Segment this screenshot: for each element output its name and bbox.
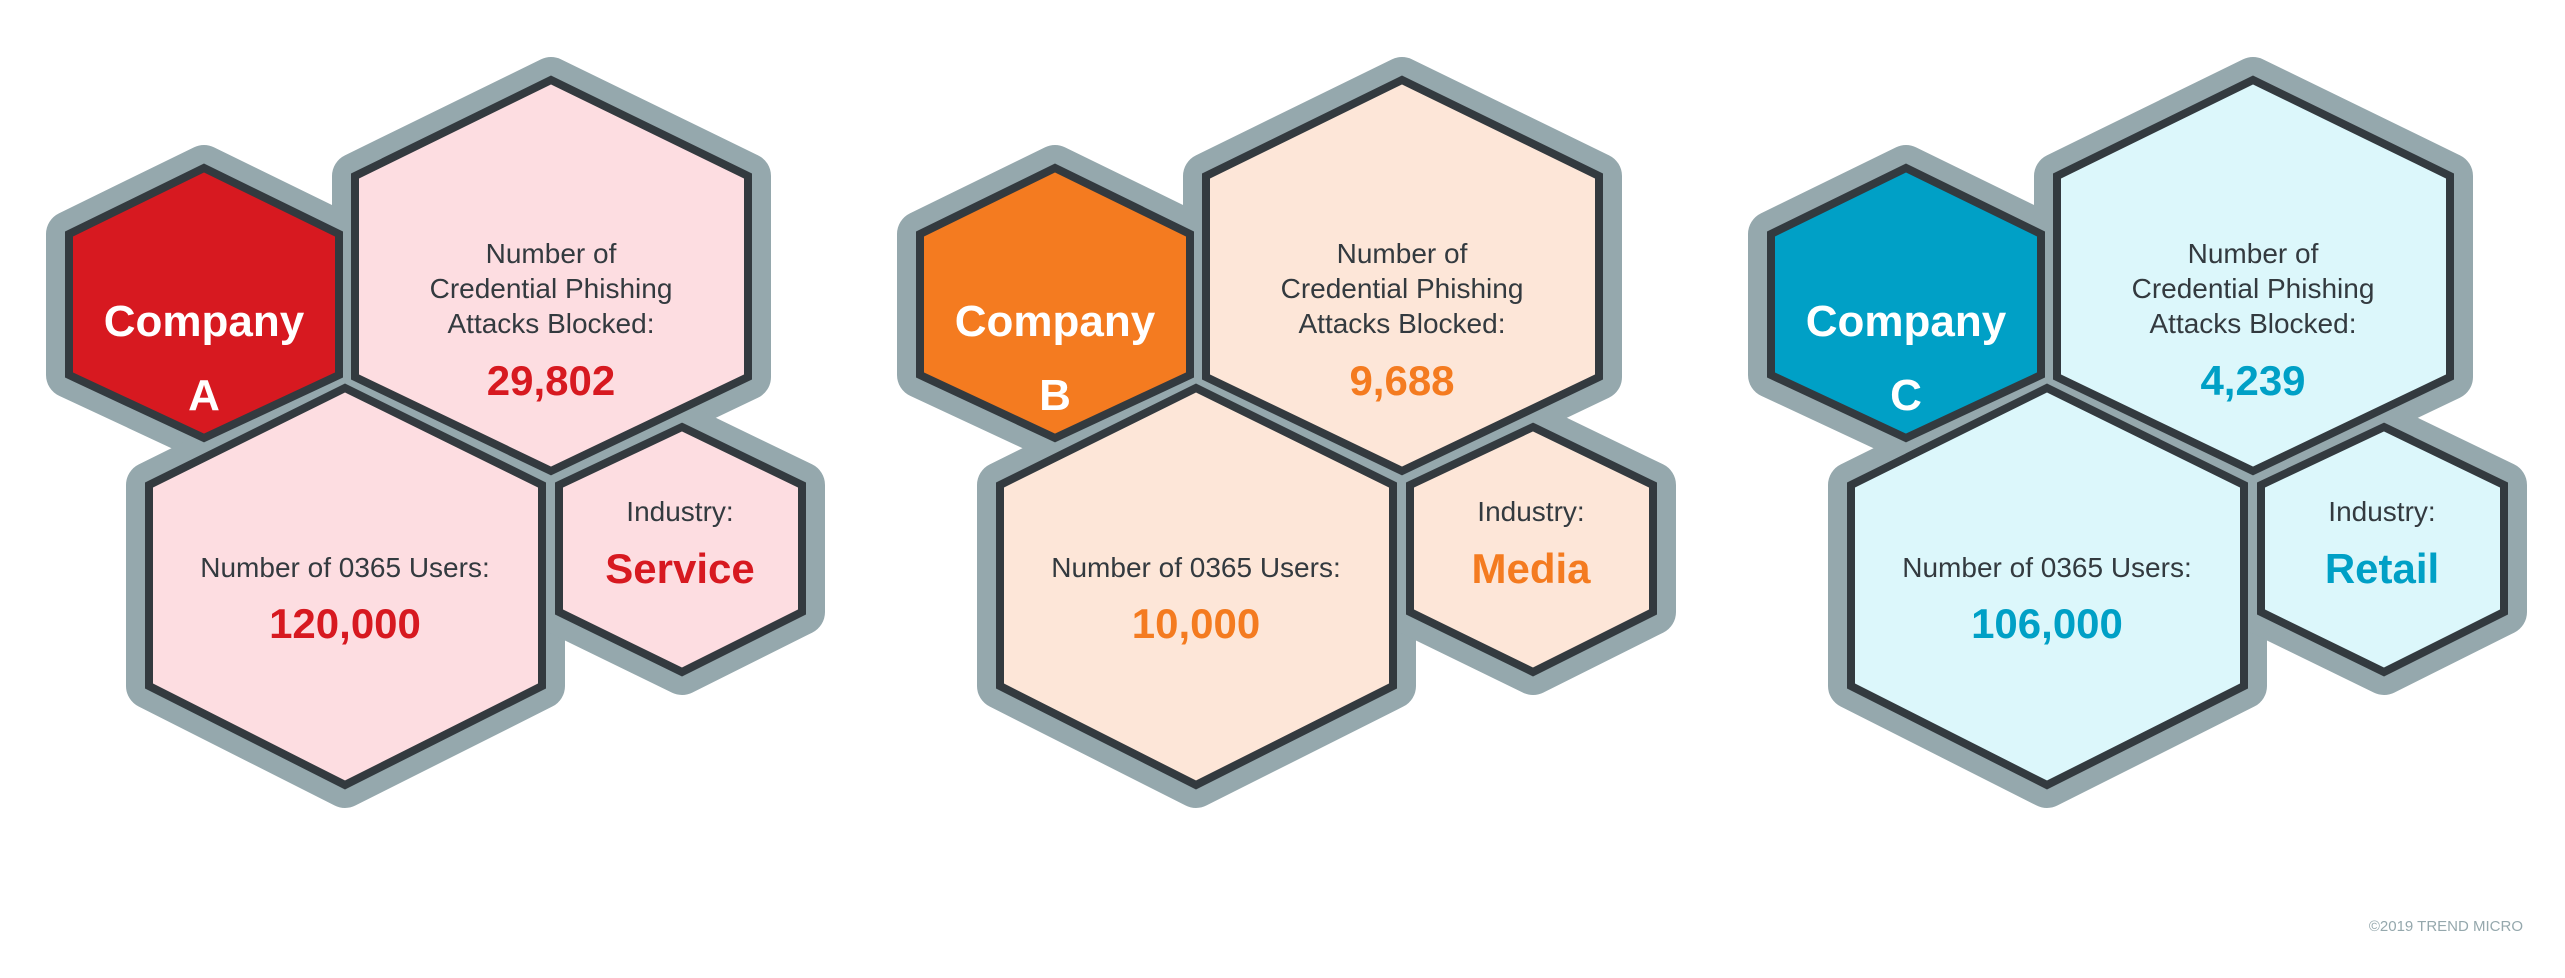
company-letter: B — [1039, 371, 1071, 420]
industry-label: Industry: — [2328, 496, 2435, 527]
industry-value: Service — [605, 545, 754, 592]
industry-hex — [2257, 422, 2508, 677]
attacks-label-line3: Attacks Blocked: — [1299, 308, 1506, 339]
industry-label: Industry: — [1477, 496, 1584, 527]
users-value: 106,000 — [1971, 600, 2123, 647]
industry-value: Retail — [2325, 545, 2439, 592]
attacks-label-line2: Credential Phishing — [1281, 273, 1524, 304]
company-cluster-c: Company C Number of Credential Phishing … — [1748, 57, 2527, 808]
users-value: 120,000 — [269, 600, 421, 647]
attacks-label-line2: Credential Phishing — [2132, 273, 2375, 304]
copyright: ©2019 TREND MICRO — [2368, 918, 2523, 935]
company-cluster-b: Company B Number of Credential Phishing … — [897, 57, 1676, 808]
users-label: Number of 0365 Users: — [200, 552, 489, 583]
users-hex — [1847, 383, 2248, 790]
attacks-label-line3: Attacks Blocked: — [2150, 308, 2357, 339]
company-hex — [65, 163, 343, 443]
company-letter: C — [1890, 371, 1922, 420]
company-name: Company — [955, 297, 1156, 346]
users-label: Number of 0365 Users: — [1051, 552, 1340, 583]
users-hex — [996, 383, 1397, 790]
industry-value: Media — [1471, 545, 1591, 592]
industry-hex — [1406, 422, 1657, 677]
company-cluster-a: Company A Number of Credential Phishing … — [46, 57, 825, 808]
attacks-hex — [1202, 75, 1603, 476]
attacks-label-line1: Number of — [486, 238, 617, 269]
attacks-blocked-value: 29,802 — [487, 357, 615, 404]
attacks-label-line1: Number of — [2188, 238, 2319, 269]
attacks-blocked-value: 4,239 — [2200, 357, 2305, 404]
attacks-label-line1: Number of — [1337, 238, 1468, 269]
company-hex — [916, 163, 1194, 443]
attacks-hex — [351, 75, 752, 476]
attacks-label-line2: Credential Phishing — [430, 273, 673, 304]
attacks-blocked-value: 9,688 — [1349, 357, 1454, 404]
company-name: Company — [1806, 297, 2007, 346]
attacks-hex — [2053, 75, 2454, 476]
users-value: 10,000 — [1132, 600, 1260, 647]
industry-label: Industry: — [626, 496, 733, 527]
company-hex — [1767, 163, 2045, 443]
users-label: Number of 0365 Users: — [1902, 552, 2191, 583]
attacks-label-line3: Attacks Blocked: — [448, 308, 655, 339]
company-name: Company — [104, 297, 305, 346]
company-letter: A — [188, 371, 220, 420]
users-hex — [145, 383, 546, 790]
industry-hex — [555, 422, 806, 677]
